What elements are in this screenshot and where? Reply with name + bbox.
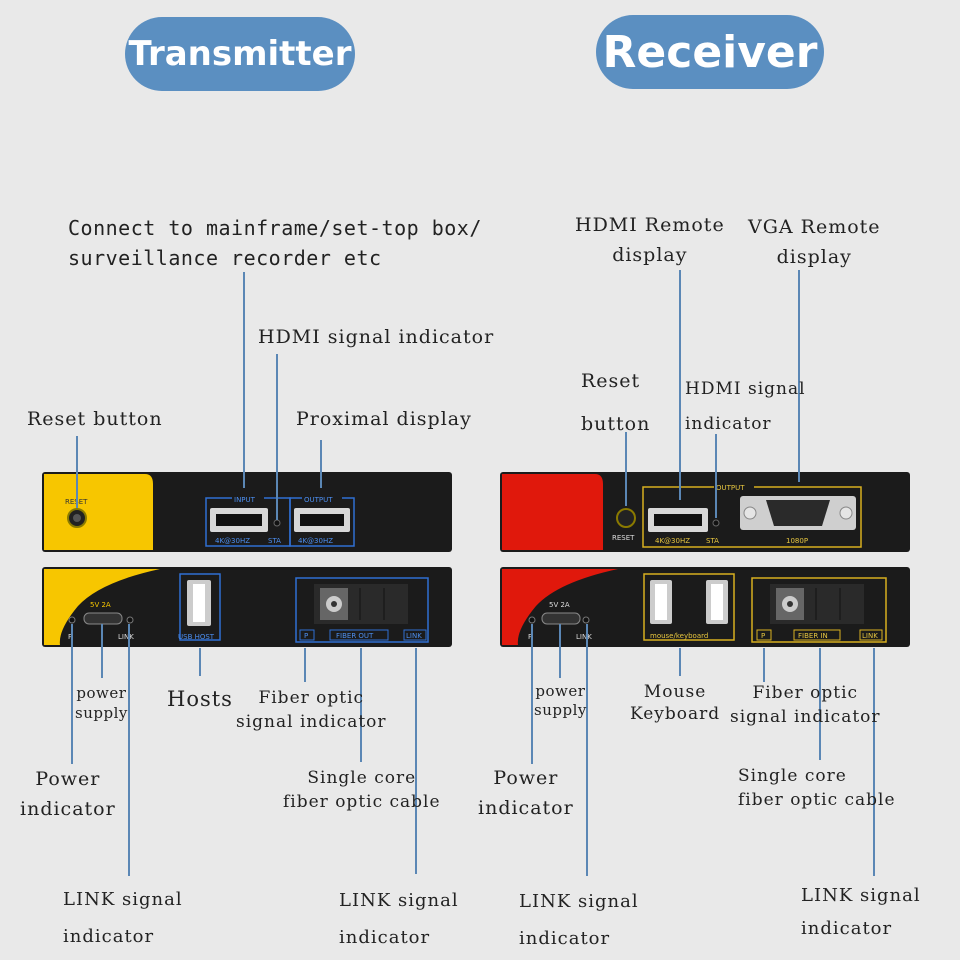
rx-label-vga-remote: VGA Remote display	[748, 216, 881, 268]
svg-text:OUTPUT: OUTPUT	[304, 496, 333, 504]
svg-text:OUTPUT: OUTPUT	[716, 484, 745, 492]
transmitter-header: Transmitter	[125, 17, 355, 91]
tx-label-single-core: Single core fiber optic cable	[283, 768, 441, 812]
tx-label-hdmi-indicator: HDMI signal indicator	[258, 326, 495, 348]
rx-label-power-supply: power supply	[534, 682, 587, 719]
tx-label-link-left: LINK signal indicator	[63, 889, 183, 947]
tx-label-connect: Connect to mainframe/set-top box/ survei…	[68, 216, 482, 270]
tx-label-fiber-indicator: Fiber optic signal indicator	[236, 688, 387, 732]
svg-text:LINK: LINK	[118, 633, 134, 641]
tx-label-power-indicator: Power indicator	[20, 768, 116, 820]
svg-text:LINK: LINK	[576, 633, 592, 641]
rx-reset-button	[616, 508, 636, 528]
svg-text:LINK: LINK	[862, 632, 878, 640]
transmitter-back-panel: 5V 2A P LINK USB HOST P FIBER OUT LINK	[42, 567, 452, 647]
svg-text:4K@30HZ: 4K@30HZ	[655, 537, 690, 545]
rx-label-link-left: LINK signal indicator	[519, 891, 639, 949]
rx-label-single-core: Single core fiber optic cable	[738, 766, 896, 810]
svg-text:USB HOST: USB HOST	[178, 633, 215, 641]
svg-text:INPUT: INPUT	[234, 496, 256, 504]
svg-text:LINK: LINK	[406, 632, 422, 640]
rx-label-hdmi-remote: HDMI Remote display	[575, 214, 725, 266]
transmitter-front-panel: RESET INPUT 4K@30HZ STA OUTPUT 4K@30HZ	[42, 472, 452, 552]
receiver-front-panel: RESET OUTPUT 4K@30HZ STA 1080P	[500, 472, 910, 552]
svg-text:FIBER OUT: FIBER OUT	[336, 632, 374, 640]
svg-text:4K@30HZ: 4K@30HZ	[298, 537, 333, 545]
tx-label-link-right: LINK signal indicator	[339, 890, 459, 948]
tx-label-reset: Reset button	[27, 408, 163, 430]
leader-lines	[71, 270, 875, 876]
tx-label-power-supply: power supply	[75, 684, 128, 722]
svg-text:1080P: 1080P	[786, 537, 808, 545]
svg-text:STA: STA	[268, 537, 281, 545]
svg-text:P: P	[528, 633, 532, 641]
tx-label-proximal: Proximal display	[296, 408, 472, 430]
svg-text:mouse/keyboard: mouse/keyboard	[650, 632, 708, 640]
rx-label-fiber-indicator: Fiber optic signal indicator	[730, 683, 881, 727]
receiver-back-panel: 5V 2A P LINK mouse/keyboard P FIBER IN L…	[500, 567, 910, 647]
rx-label-hdmi-indicator: HDMI signal indicator	[685, 379, 806, 434]
svg-text:P: P	[761, 632, 765, 640]
receiver-header: Receiver	[596, 15, 824, 89]
tx-label-hosts: Hosts	[167, 687, 233, 711]
svg-text:5V 2A: 5V 2A	[90, 601, 111, 609]
svg-text:RESET: RESET	[612, 534, 635, 542]
rx-label-link-right: LINK signal indicator	[801, 885, 921, 939]
svg-text:4K@30HZ: 4K@30HZ	[215, 537, 250, 545]
rx-label-power-indicator: Power indicator	[478, 767, 574, 819]
svg-text:STA: STA	[706, 537, 719, 545]
svg-text:P: P	[68, 633, 72, 641]
svg-text:5V 2A: 5V 2A	[549, 601, 570, 609]
svg-text:P: P	[304, 632, 308, 640]
rx-label-reset: Reset button	[581, 370, 651, 435]
rx-label-mouse-keyboard: Mouse Keyboard	[630, 682, 721, 724]
svg-text:FIBER IN: FIBER IN	[798, 632, 828, 640]
